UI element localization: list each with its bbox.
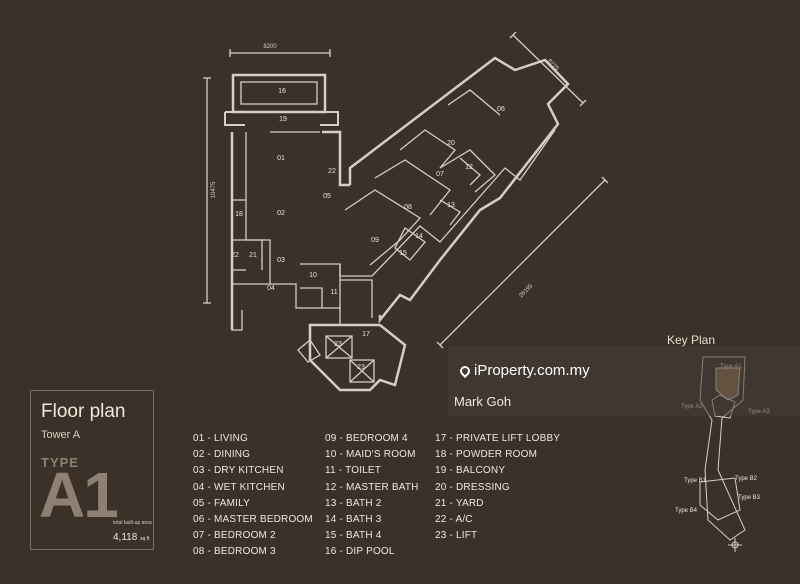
key-plan-label: Type B4 bbox=[675, 508, 698, 514]
room-label: 18 bbox=[235, 211, 243, 218]
dimension-top: 8200 bbox=[263, 44, 277, 50]
legend-column-2: 09 - BEDROOM 4 10 - MAID'S ROOM 11 - TOILE… bbox=[325, 431, 419, 561]
room-label: 16 bbox=[278, 88, 286, 95]
legend-item: 07 - BEDROOM 2 bbox=[193, 530, 276, 542]
key-plan-label: Type B1 bbox=[684, 478, 707, 484]
room-label: 01 bbox=[277, 155, 285, 162]
room-label: 15 bbox=[399, 250, 407, 257]
room-label: 04 bbox=[267, 285, 275, 292]
title-block: Floor plan Tower A TYPE A1 total built-u… bbox=[30, 390, 154, 550]
legend-item: 19 - BALCONY bbox=[435, 465, 506, 477]
room-label: 23 bbox=[334, 341, 342, 348]
key-plan-title: Key Plan bbox=[667, 333, 716, 347]
room-label: 22 bbox=[231, 252, 239, 259]
type-code: A1 bbox=[39, 459, 119, 531]
legend-item: 04 - WET KITCHEN bbox=[193, 481, 285, 493]
legend-item: 08 - BEDROOM 3 bbox=[193, 546, 276, 558]
room-label: 13 bbox=[447, 202, 455, 209]
legend-item: 16 - DIP POOL bbox=[325, 546, 395, 558]
legend-item: 05 - FAMILY bbox=[193, 497, 251, 509]
dimension-right-top: 8725 bbox=[546, 58, 560, 72]
legend-item: 23 - LIFT bbox=[435, 530, 478, 542]
floor-plan-title: Floor plan bbox=[41, 401, 126, 422]
legend-item: 22 - A/C bbox=[435, 514, 473, 526]
room-label: 21 bbox=[249, 252, 257, 259]
legend-item: 01 - LIVING bbox=[193, 433, 248, 444]
key-plan-label: Type B3 bbox=[738, 495, 761, 501]
room-label: 09 bbox=[371, 237, 379, 244]
legend-item: 21 - YARD bbox=[435, 497, 484, 509]
key-plan-label: Type B2 bbox=[735, 476, 758, 482]
area-value: 4,118 sq ft bbox=[113, 532, 150, 543]
room-label: 17 bbox=[362, 331, 370, 338]
legend-item: 14 - BATH 3 bbox=[325, 514, 382, 526]
legend-item: 11 - TOILET bbox=[325, 465, 382, 477]
area-label: total built-up area bbox=[113, 520, 152, 526]
legend-item: 10 - MAID'S ROOM bbox=[325, 449, 416, 461]
room-label: 10 bbox=[309, 272, 317, 279]
room-label: 23 bbox=[357, 364, 365, 371]
legend-column-1: 01 - LIVING 02 - DINING 03 - DRY KITCHEN 04… bbox=[193, 431, 313, 561]
room-label: 07 bbox=[436, 171, 444, 178]
room-label: 03 bbox=[277, 257, 285, 264]
legend-item: 06 - MASTER BEDROOM bbox=[193, 514, 313, 526]
location-pin-icon bbox=[457, 363, 473, 378]
room-label: 06 bbox=[497, 106, 505, 113]
room-label: 22 bbox=[328, 168, 336, 175]
dimension-diagonal: 26195 bbox=[518, 283, 535, 300]
legend-column-3: 17 - PRIVATE LIFT LOBBY 18 - POWDER ROOM 1… bbox=[435, 431, 560, 544]
brand-watermark: iProperty.com.my bbox=[457, 362, 590, 379]
tower-label: Tower A bbox=[41, 429, 81, 441]
room-label: 11 bbox=[330, 289, 337, 296]
room-label: 19 bbox=[279, 116, 287, 123]
room-label: 20 bbox=[447, 140, 455, 147]
legend-item: 20 - DRESSING bbox=[435, 481, 510, 493]
legend-item: 12 - MASTER BATH bbox=[325, 481, 419, 493]
room-label: 02 bbox=[277, 210, 285, 217]
room-label: 14 bbox=[415, 233, 423, 240]
room-label: 12 bbox=[465, 164, 473, 171]
watermark-overlay: iProperty.com.my Mark Goh bbox=[448, 346, 800, 416]
legend-item: 03 - DRY KITCHEN bbox=[193, 465, 284, 477]
legend-item: 09 - BEDROOM 4 bbox=[325, 433, 408, 444]
legend-item: 13 - BATH 2 bbox=[325, 497, 382, 509]
legend-item: 15 - BATH 4 bbox=[325, 530, 382, 542]
room-label: 05 bbox=[323, 193, 331, 200]
dimension-left: 10475 bbox=[211, 181, 217, 198]
legend-item: 02 - DINING bbox=[193, 449, 251, 461]
type-label: TYPE bbox=[41, 455, 79, 470]
legend-item: 18 - POWDER ROOM bbox=[435, 449, 538, 461]
agent-name: Mark Goh bbox=[454, 394, 512, 409]
room-label: 08 bbox=[404, 204, 412, 211]
legend-item: 17 - PRIVATE LIFT LOBBY bbox=[435, 433, 561, 444]
